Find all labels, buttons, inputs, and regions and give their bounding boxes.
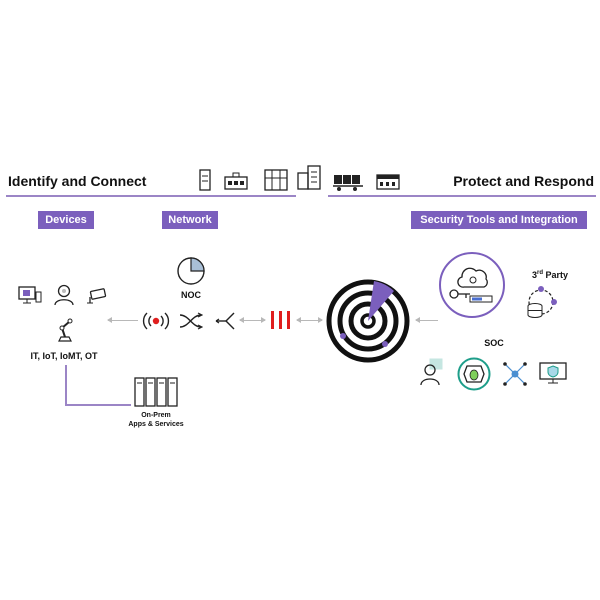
- devices-tag: Devices: [38, 211, 94, 229]
- onprem-connector-vertical: [65, 365, 67, 405]
- red-bar-2: [279, 311, 282, 329]
- database-hub-icon: [521, 284, 561, 320]
- device-types-label: IT, IoT, IoMT, OT: [30, 351, 98, 361]
- branch-icon: [214, 310, 236, 332]
- shuffle-icon: [179, 312, 203, 330]
- monitor-shield-icon: [539, 362, 567, 386]
- arrow-from-security: [415, 317, 438, 323]
- truck-icon: [333, 172, 363, 192]
- arrow-center-left: [239, 317, 266, 323]
- red-bar-1: [271, 311, 274, 329]
- robot-arm-icon: [53, 317, 77, 343]
- arrow-to-devices: [107, 317, 138, 323]
- bug-shield-icon: [457, 357, 491, 391]
- security-tools-tag: Security Tools and Integration: [411, 211, 587, 229]
- right-section-title: Protect and Respond: [453, 173, 594, 189]
- right-rule: [328, 195, 596, 197]
- arrow-center-right: [296, 317, 323, 323]
- wireless-signal-icon: [142, 310, 170, 332]
- onprem-label-line1: On-Prem: [141, 412, 171, 419]
- red-bar-3: [287, 311, 290, 329]
- cloud-fingerprint-icon: [470, 261, 500, 281]
- server-rack-icon: [134, 377, 178, 407]
- clinic-building-icon: [224, 172, 248, 190]
- camera-icon: [86, 288, 108, 304]
- network-node-icon: [502, 361, 528, 387]
- network-tag: Network: [162, 211, 218, 229]
- onprem-label-line2: Apps & Services: [128, 421, 184, 428]
- left-section-title: Identify and Connect: [8, 173, 147, 189]
- pie-icon: [176, 256, 206, 286]
- office-building-icon: [263, 168, 289, 192]
- left-rule: [6, 195, 296, 197]
- security-tools-circle: [438, 251, 506, 319]
- soc-label: SOC: [484, 338, 504, 348]
- radar-icon: [325, 278, 411, 364]
- user-icon: [52, 283, 76, 307]
- noc-label: NOC: [181, 290, 201, 300]
- analyst-icon: [420, 358, 446, 386]
- third-party-ordinal: 3: [531, 270, 537, 280]
- factory-icon: [376, 173, 400, 191]
- monitor-icon: [18, 286, 42, 306]
- third-party-word: Party: [543, 270, 569, 280]
- onprem-connector-horizontal: [65, 404, 131, 406]
- small-tower-icon: [198, 168, 212, 192]
- key-icon: [450, 287, 468, 297]
- city-buildings-icon: [296, 163, 324, 191]
- third-party-suffix: rd: [537, 270, 543, 276]
